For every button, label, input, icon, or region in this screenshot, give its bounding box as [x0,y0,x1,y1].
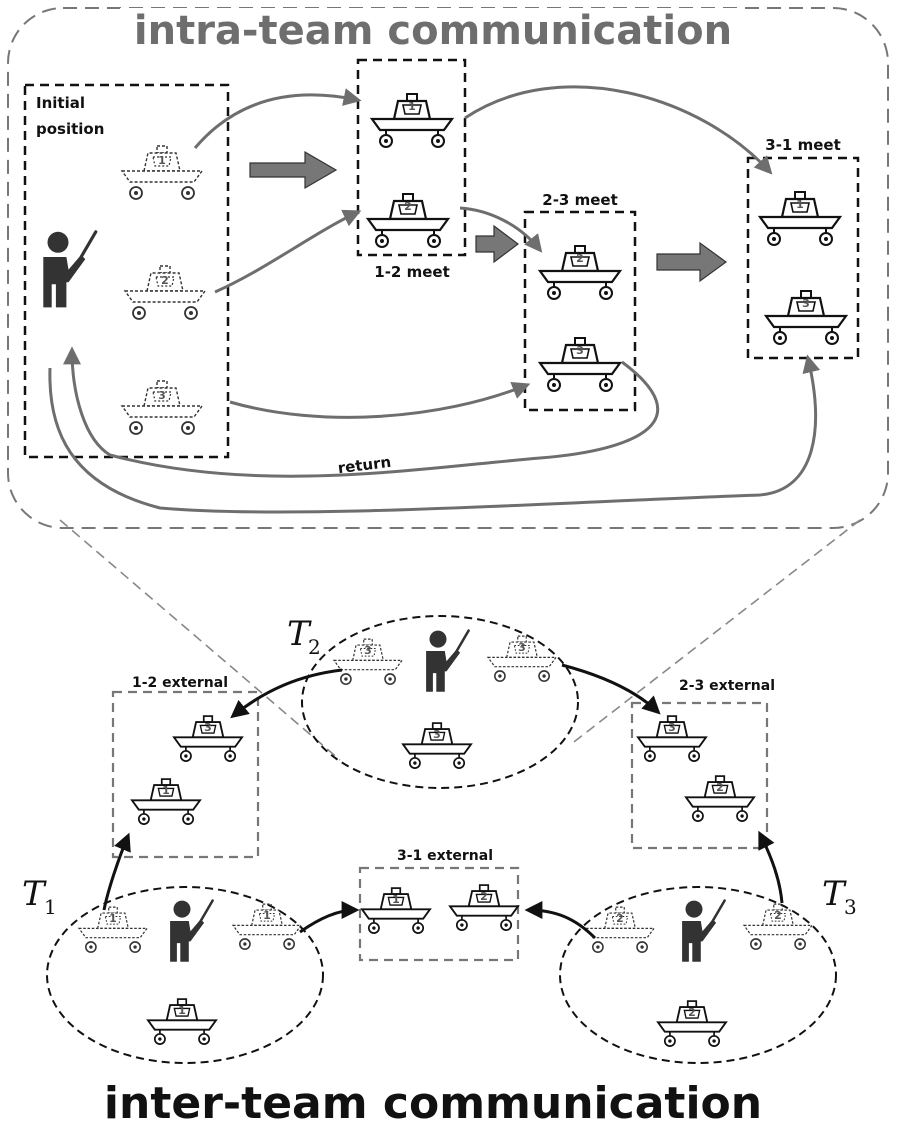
external-31-label: 3-1 external [397,848,493,864]
path-return-from-meet23 [63,346,660,478]
path-robot2-to-meet12 [214,209,362,294]
team1-ellipse [46,886,324,1064]
path-return-to-meet31 [48,354,821,514]
path-robot1-to-meet31 [464,85,773,175]
path-robot2-to-meet23 [459,206,543,253]
external-23-box [630,701,769,850]
svg-text:3: 3 [576,344,584,357]
svg-text:1: 1 [109,912,117,925]
svg-text:1: 1 [178,1004,186,1017]
arrow-team1-to-ext12 [102,832,131,911]
team1-label: T [22,874,47,914]
arrow-team2-to-ext23 [561,663,661,715]
arrow-team1-to-ext31 [299,901,360,934]
external-31-box [358,866,520,962]
external-12-label: 1-2 external [132,675,228,691]
external-23-label: 2-3 external [679,678,775,694]
arrow-team2-to-ext12 [230,668,343,719]
person-pointing-icon [41,230,98,309]
path-robot3-to-meet23 [229,382,531,419]
meet-23-box [523,210,637,412]
svg-text:1: 1 [158,154,166,167]
team1-sub: 1 [44,895,57,919]
svg-text:2: 2 [576,252,584,265]
zoom-guide-right [569,519,861,746]
svg-text:2: 2 [774,909,782,922]
arrow-team3-to-ext31 [524,901,597,940]
svg-text:1: 1 [392,893,400,906]
person-pointing-icon-team1 [168,899,214,964]
svg-text:3: 3 [204,721,212,734]
path-robot1-to-meet12 [193,88,362,149]
svg-text:3: 3 [433,728,441,741]
svg-text:1: 1 [796,198,804,211]
meet-12-box [356,58,467,257]
team2-sub: 2 [308,635,321,659]
zoom-guide-left [59,519,341,761]
team2-label: T [287,614,312,654]
svg-text:1: 1 [408,100,416,113]
team3-sub: 3 [844,895,857,919]
intra-team-title: intra-team communication [134,8,732,54]
stage-arrow-3 [656,241,728,283]
initial-position-label-2: position [36,120,104,138]
svg-text:3: 3 [364,644,372,657]
svg-text:2: 2 [404,200,412,213]
person-pointing-icon-team3 [680,899,726,964]
meet-31-label: 3-1 meet [765,136,840,154]
team3-label: T [822,874,847,914]
svg-text:3: 3 [518,641,526,654]
stage-arrow-2 [475,224,519,264]
person-pointing-icon-team2 [424,629,470,694]
svg-text:2: 2 [161,274,169,287]
team3-ellipse [559,886,837,1064]
svg-text:2: 2 [716,781,724,794]
svg-text:2: 2 [688,1006,696,1019]
arrow-team3-to-ext23 [758,830,784,904]
stage-arrow-1 [249,150,338,190]
meet-23-label: 2-3 meet [542,191,617,209]
svg-text:3: 3 [668,721,676,734]
svg-text:3: 3 [158,389,166,402]
initial-position-box [23,83,230,459]
svg-text:3: 3 [802,297,810,310]
svg-text:1: 1 [162,784,170,797]
initial-position-label: Initial [36,94,85,112]
meet-12-label: 1-2 meet [374,263,449,281]
inter-team-title: inter-team communication [104,1078,762,1129]
team2-ellipse [301,615,579,789]
external-12-box [111,690,260,859]
svg-text:1: 1 [263,909,271,922]
svg-text:2: 2 [480,890,488,903]
svg-text:2: 2 [616,912,624,925]
